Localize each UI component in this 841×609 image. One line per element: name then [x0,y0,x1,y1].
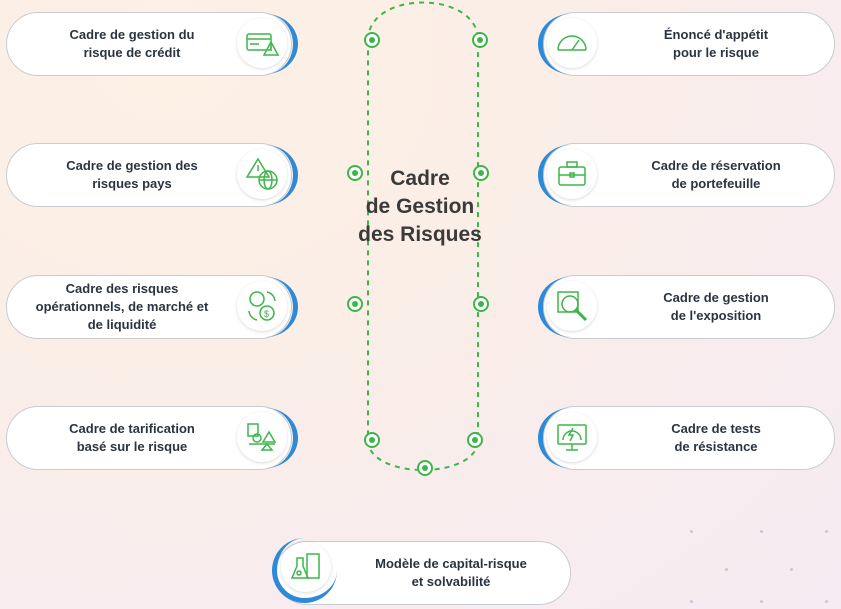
money-scale-icon [247,423,277,451]
briefcase-icon [558,161,586,186]
card-exposure[interactable]: Cadre de gestion de l'exposition [538,275,835,339]
card-capital-solvency[interactable]: Modèle de capital-risque et solvabilité [272,538,571,605]
stress-monitor-icon [557,424,587,451]
globe-warning-icon [245,157,278,190]
card-stress-tests[interactable]: Cadre de tests de résistance [538,406,835,470]
card-operational-risk[interactable]: Cadre des risques opérationnels, de marc… [6,275,298,339]
capital-flask-icon [290,553,320,579]
coins-cycle-icon: $ [248,291,276,321]
credit-card-warning-icon [246,33,279,56]
card-portfolio-reservation[interactable]: Cadre de réservation de portefeuille [538,143,835,207]
card-risk-pricing[interactable]: Cadre de tarification basé sur le risque [6,406,298,470]
card-credit-risk[interactable]: Cadre de gestion du risque de crédit [6,12,298,76]
svg-text:$: $ [264,309,269,319]
card-risk-appetite[interactable]: Énoncé d'appétit pour le risque [538,12,835,76]
center-title: Cadre de Gestion des Risques [358,167,482,246]
gauge-icon [557,35,587,51]
magnifier-chart-icon [557,291,588,322]
card-country-risk[interactable]: Cadre de gestion des risques pays [6,143,298,207]
